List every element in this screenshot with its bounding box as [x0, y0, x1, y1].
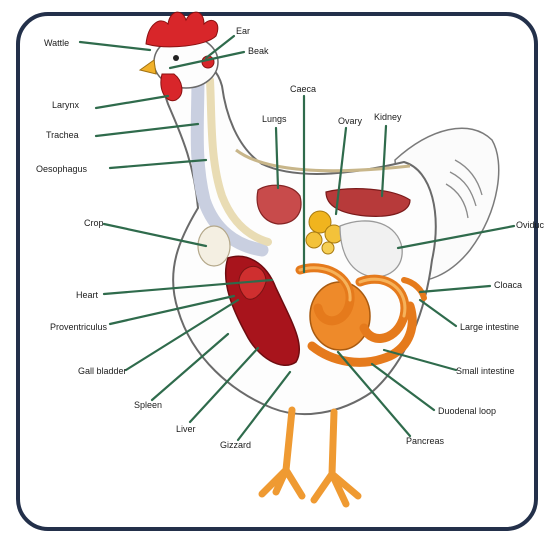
label-proventriculus: Proventriculus — [50, 322, 108, 332]
label-larynx: Larynx — [52, 100, 80, 110]
label-trachea: Trachea — [46, 130, 79, 140]
label-spleen: Spleen — [134, 400, 162, 410]
label-wattle: Wattle — [44, 38, 69, 48]
label-crop: Crop — [84, 218, 104, 228]
label-liver: Liver — [176, 424, 196, 434]
label-lungs: Lungs — [262, 114, 287, 124]
eye — [173, 55, 179, 61]
label-oesophagus: Oesophagus — [36, 164, 88, 174]
label-ear: Ear — [236, 26, 250, 36]
label-kidney: Kidney — [374, 112, 402, 122]
label-heart: Heart — [76, 290, 99, 300]
label-cloaca: Cloaca — [494, 280, 522, 290]
label-large-intestine: Large intestine — [460, 322, 519, 332]
label-pancreas: Pancreas — [406, 436, 445, 446]
label-oviduct: Oviduct — [516, 220, 544, 230]
label-small-intestine: Small intestine — [456, 366, 515, 376]
label-beak: Beak — [248, 46, 269, 56]
label-gall-bladder: Gall bladder — [78, 366, 127, 376]
label-gizzard: Gizzard — [220, 440, 251, 450]
label-duodenal-loop: Duodenal loop — [438, 406, 496, 416]
label-ovary: Ovary — [338, 116, 363, 126]
label-caeca: Caeca — [290, 84, 316, 94]
